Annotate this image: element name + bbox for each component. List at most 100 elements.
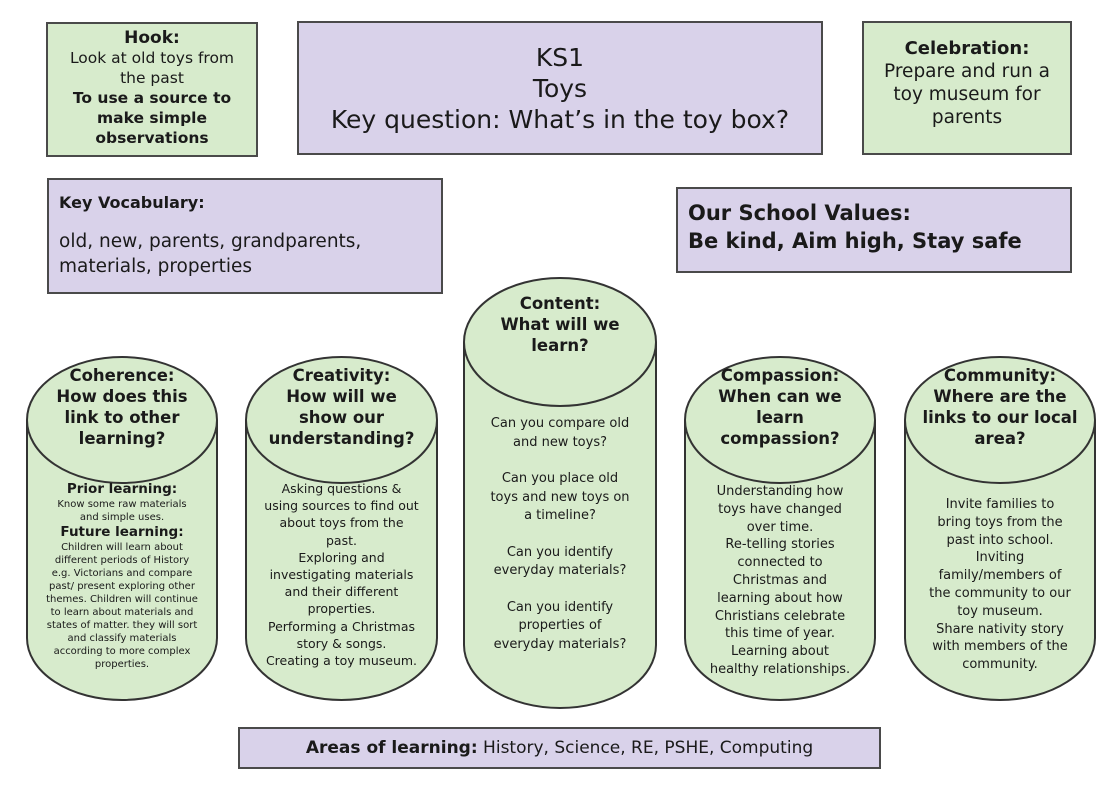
compassion-cylinder: Compassion: When can we learn compassion… — [684, 355, 876, 701]
future-learning-line: according to more complex — [53, 646, 191, 657]
community-line: family/members of — [938, 568, 1062, 584]
hook-box: Hook: Look at old toys from the past To … — [46, 22, 258, 157]
celebration-line1: Prepare and run a — [884, 61, 1050, 82]
vocabulary-line1: old, new, parents, grandparents, — [59, 231, 362, 252]
community-line: past into school. — [946, 532, 1054, 548]
hook-line1: Look at old toys from — [69, 49, 235, 67]
compassion-heading: Compassion: When can we learn compassion… — [684, 365, 876, 449]
compassion-line: Re-telling stories — [725, 537, 835, 553]
areas-of-learning-box: Areas of learning: History, Science, RE,… — [238, 727, 881, 769]
title-line2: Toys — [532, 73, 588, 103]
community-line: with members of the — [932, 639, 1068, 655]
coherence-heading-line: How does this — [56, 387, 188, 406]
prior-learning-line: and simple uses. — [79, 512, 165, 523]
content-question-line: Can you identify — [506, 544, 614, 560]
future-learning-line: to learn about materials and — [50, 607, 194, 618]
creativity-line: Performing a Christmas — [267, 618, 416, 634]
areas-label: Areas of learning: — [305, 738, 478, 758]
content-question-line: Can you compare old — [490, 416, 630, 431]
content-heading-line: Content: — [519, 294, 601, 313]
content-question-line: a timeline? — [524, 508, 596, 523]
community-line: Invite families to — [945, 497, 1055, 512]
content-body: Can you compare old and new toys? Can yo… — [463, 415, 657, 654]
title-box: KS1 Toys Key question: What’s in the toy… — [297, 21, 823, 155]
prior-learning-heading: Prior learning: — [66, 481, 178, 497]
hook-bold3: observations — [95, 129, 209, 147]
future-learning-line: different periods of History — [54, 555, 190, 566]
compassion-cylinder-shape — [684, 356, 876, 701]
coherence-cylinder-shape — [26, 356, 218, 701]
values-line1: Our School Values: — [688, 201, 911, 225]
coherence-heading-line: Coherence: — [69, 366, 175, 385]
creativity-line: story & songs. — [296, 635, 387, 651]
creativity-line: properties. — [307, 601, 376, 617]
celebration-box: Celebration: Prepare and run a toy museu… — [862, 21, 1072, 155]
future-learning-line: past/ present exploring other — [49, 581, 195, 592]
vocabulary-box: Key Vocabulary: old, new, parents, grand… — [47, 178, 443, 294]
creativity-heading-line: How will we — [286, 387, 397, 406]
creativity-heading: Creativity: How will we show our underst… — [245, 365, 438, 449]
compassion-line: toys have changed — [718, 501, 842, 517]
community-heading-line: links to our local — [922, 408, 1078, 427]
coherence-heading-line: link to other — [64, 408, 180, 427]
celebration-line3: parents — [931, 107, 1003, 128]
community-heading: Community: Where are the links to our lo… — [904, 365, 1096, 449]
compassion-body: Understanding how toys have changed over… — [684, 483, 876, 679]
community-heading-line: area? — [974, 429, 1026, 448]
compassion-heading-line: compassion? — [720, 429, 840, 448]
content-question-line: everyday materials? — [493, 563, 627, 578]
compassion-line: this time of year. — [725, 626, 835, 642]
values-line2: Be kind, Aim high, Stay safe — [688, 229, 1022, 253]
community-line: Share nativity story — [936, 621, 1064, 637]
vocabulary-line2: materials, properties — [59, 256, 253, 277]
coherence-body: Prior learning: Know some raw materials … — [26, 481, 218, 671]
content-question-line: and new toys? — [512, 434, 607, 450]
creativity-line: using sources to find out — [264, 498, 419, 514]
creativity-body: Asking questions & using sources to find… — [245, 480, 438, 669]
celebration-heading: Celebration: — [904, 38, 1030, 59]
compassion-line: Christmas and — [732, 572, 828, 588]
future-learning-line: e.g. Victorians and compare — [51, 568, 193, 579]
hook-line2: the past — [120, 69, 184, 87]
celebration-line2: toy museum for — [893, 84, 1041, 105]
content-heading: Content: What will we learn? — [463, 293, 657, 356]
creativity-cylinder-shape — [245, 356, 438, 701]
content-question-line: properties of — [518, 618, 602, 633]
creativity-line: Asking questions & — [281, 481, 402, 496]
creativity-heading-line: show our — [298, 408, 385, 427]
creativity-line: Creating a toy museum. — [265, 653, 418, 669]
compassion-line: over time. — [746, 519, 814, 535]
title-line1: KS1 — [535, 42, 585, 72]
creativity-line: about toys from the — [279, 515, 404, 531]
future-learning-line: and classify materials — [67, 633, 177, 644]
compassion-line: Christians celebrate — [714, 608, 846, 624]
content-heading-line: What will we — [500, 315, 620, 334]
community-line: toy museum. — [957, 603, 1043, 619]
creativity-cylinder: Creativity: How will we show our underst… — [245, 355, 438, 701]
title-line3: Key question: What’s in the toy box? — [330, 104, 790, 134]
creativity-line: past. — [326, 532, 357, 548]
future-learning-line: themes. Children will continue — [46, 594, 198, 605]
areas-text: History, Science, RE, PSHE, Computing — [477, 738, 814, 758]
creativity-line: Exploring and — [298, 549, 385, 565]
community-heading-line: Where are the — [933, 387, 1067, 406]
compassion-heading-line: When can we — [718, 387, 842, 406]
future-learning-line: states of matter. they will sort — [46, 620, 198, 631]
creativity-heading-line: understanding? — [268, 429, 415, 448]
community-line: community. — [962, 657, 1038, 673]
compassion-line: connected to — [737, 555, 823, 571]
content-question-line: Can you identify — [506, 599, 614, 615]
compassion-line: learning about how — [717, 590, 843, 606]
coherence-cylinder: Coherence: How does this link to other l… — [26, 355, 218, 701]
prior-learning-line: Know some raw materials — [57, 499, 187, 510]
vocabulary-heading: Key Vocabulary: — [59, 193, 205, 212]
compassion-line: Understanding how — [716, 484, 844, 499]
compassion-heading-line: Compassion: — [720, 366, 840, 385]
community-line: the community to our — [929, 585, 1071, 601]
future-learning-line: Children will learn about — [61, 542, 183, 553]
values-box: Our School Values: Be kind, Aim high, St… — [676, 187, 1072, 273]
community-cylinder: Community: Where are the links to our lo… — [904, 355, 1096, 701]
content-question-line: everyday materials? — [493, 636, 627, 652]
future-learning-line: properties. — [94, 659, 150, 670]
creativity-line: and their different — [284, 584, 399, 600]
